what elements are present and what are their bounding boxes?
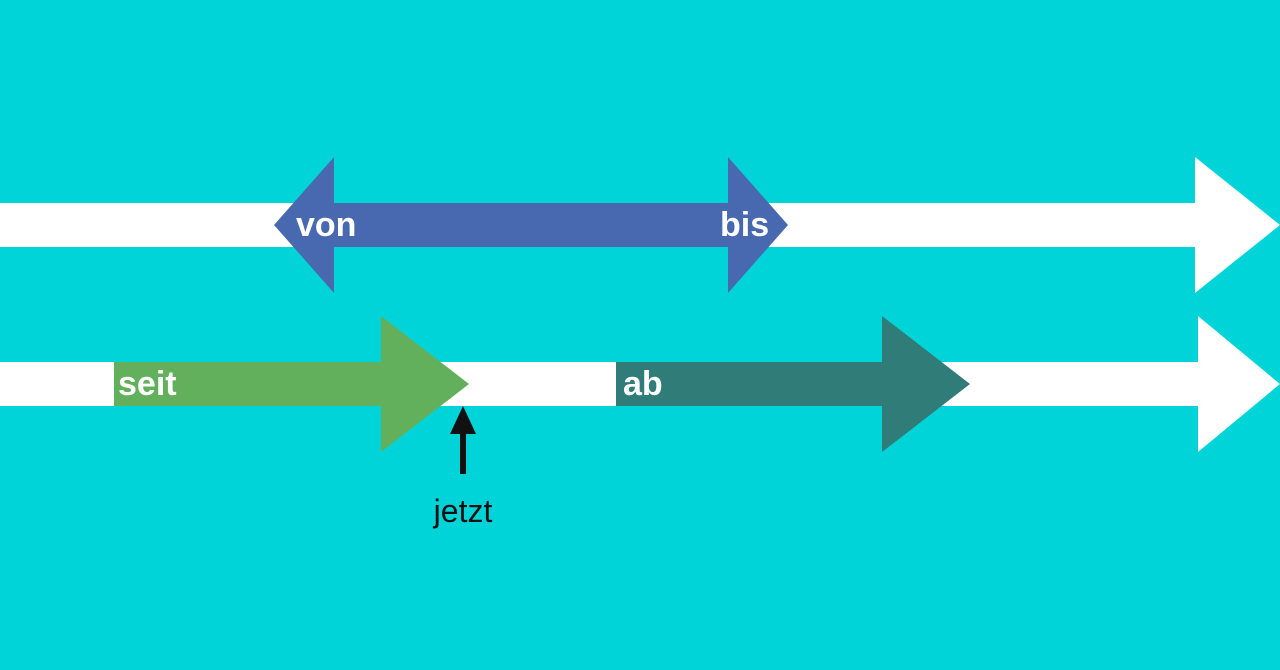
label-jetzt: jetzt xyxy=(433,493,493,529)
label-ab: ab xyxy=(623,365,663,403)
label-von: von xyxy=(296,206,356,244)
seit-arrow xyxy=(114,316,469,452)
now-marker-arrow-icon xyxy=(450,406,476,474)
ab-arrow xyxy=(616,316,970,452)
von-bis-double-arrow xyxy=(274,157,788,293)
label-bis: bis xyxy=(720,206,769,244)
label-seit: seit xyxy=(118,365,177,403)
now-marker-head xyxy=(450,406,476,434)
now-marker-shaft xyxy=(460,428,466,474)
